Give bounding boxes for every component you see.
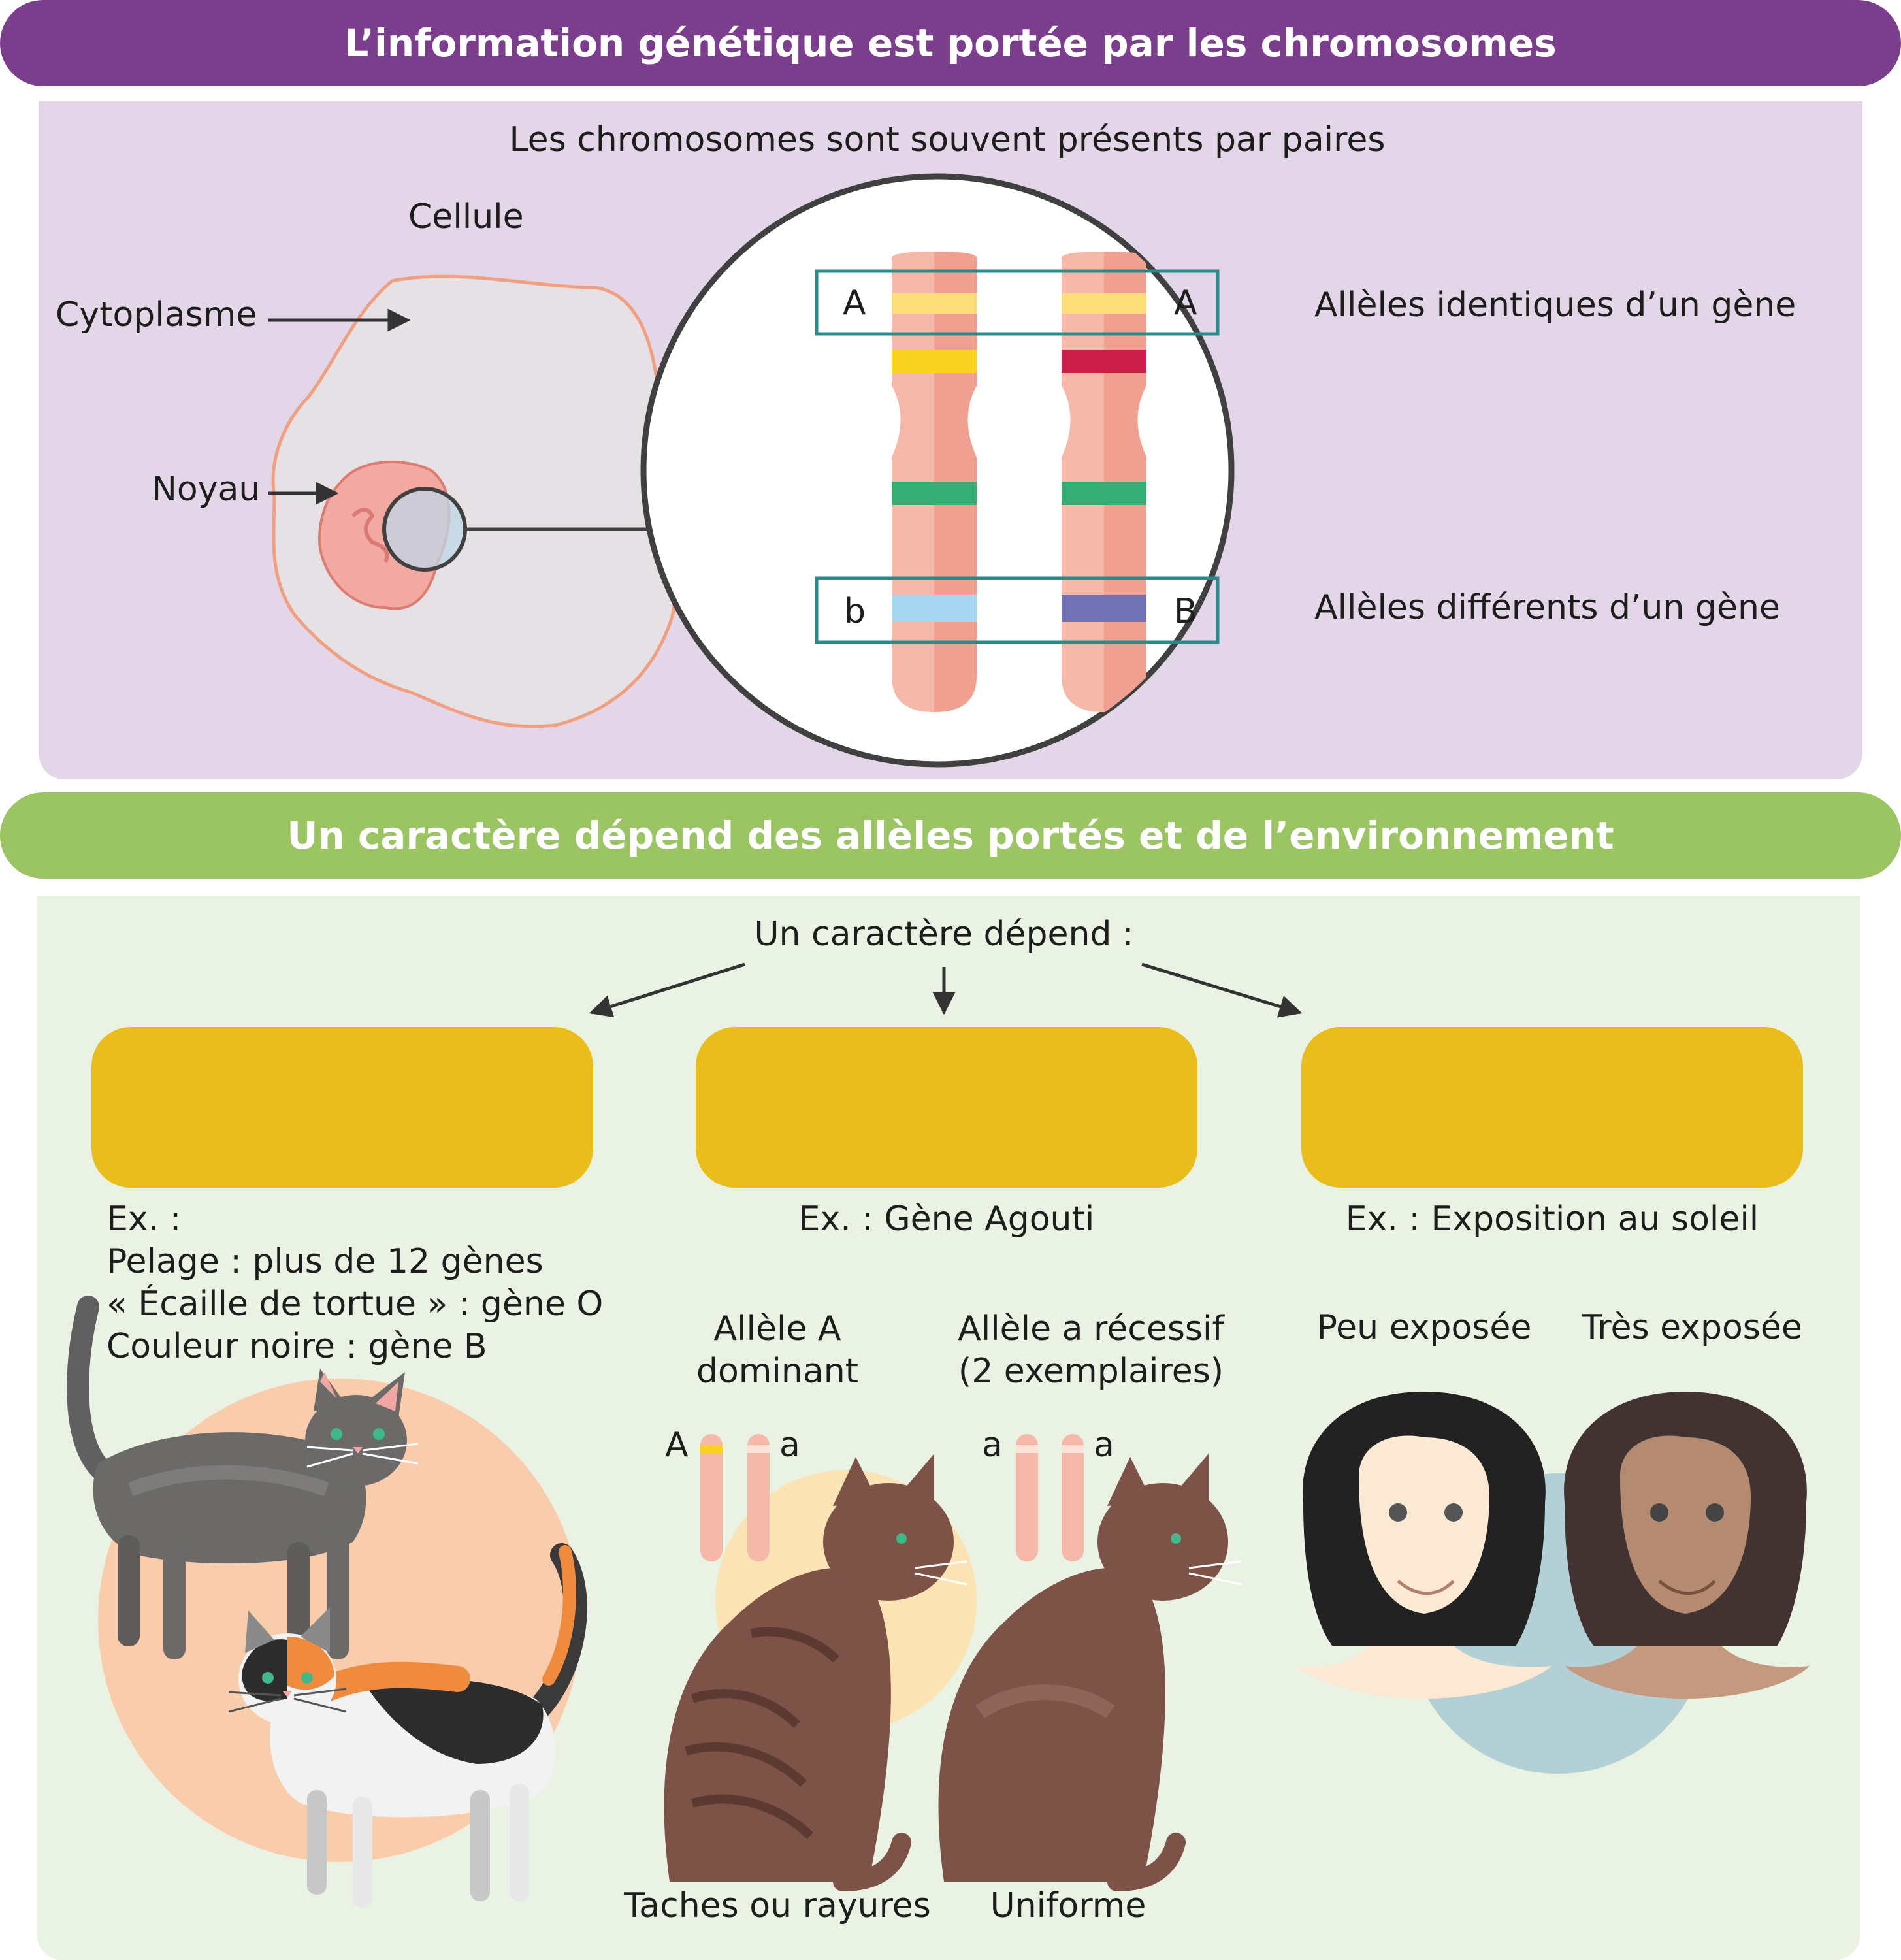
dominant-label-line-1: Allèle A <box>713 1309 841 1348</box>
face-pale <box>1297 1392 1552 1699</box>
high-exposure-label: Très exposée <box>1582 1308 1802 1347</box>
chromosome-right <box>1062 252 1146 712</box>
col3-ex: Ex. : Exposition au soleil <box>1345 1200 1759 1239</box>
cytoplasm-label: Cytoplasme <box>56 295 257 335</box>
chromosome-left <box>892 252 977 712</box>
small-chromosomes-left <box>700 1434 770 1561</box>
col1-ex-line-3: « Écaille de tortue » : gène O <box>106 1284 604 1324</box>
section2-intro: Un caractère dépend : <box>754 915 1134 954</box>
col1-ex-line-2: Pelage : plus de 12 gènes <box>106 1242 544 1281</box>
chrom-letter-a-2: a <box>982 1426 1003 1465</box>
uniform-label: Uniforme <box>990 1886 1146 1925</box>
section1-banner: L’information génétique est portée par l… <box>0 0 1901 86</box>
sun-exposure-illustration <box>1297 1392 1810 1774</box>
chrom-letter-a-1: a <box>779 1426 800 1465</box>
pill-blank-2 <box>696 1027 1197 1188</box>
face-tanned <box>1564 1392 1810 1699</box>
allele-top-right: A <box>1174 284 1197 323</box>
col2-ex: Ex. : Gène Agouti <box>798 1200 1095 1239</box>
identical-alleles-label: Allèles identiques d’un gène <box>1314 286 1796 325</box>
pill-blank-3 <box>1301 1027 1803 1188</box>
chromosome-lens <box>640 173 1235 768</box>
grey-cat <box>67 1296 419 1659</box>
dominant-label-line-2: dominant <box>696 1352 859 1391</box>
different-allele-box <box>815 576 1220 644</box>
identical-allele-box <box>815 269 1220 336</box>
allele-bottom-left: b <box>844 592 866 631</box>
agouti-illustration <box>664 1434 1242 1891</box>
chrom-letter-a-3: a <box>1094 1426 1114 1465</box>
section2-banner: Un caractère dépend des allèles portés e… <box>0 792 1901 879</box>
low-exposure-label: Peu exposée <box>1316 1308 1532 1347</box>
pill-blank-1 <box>91 1027 593 1188</box>
allele-top-left: A <box>843 284 866 323</box>
magnifier-circle <box>382 487 467 572</box>
recessive-label-line-1: Allèle a récessif <box>958 1309 1224 1348</box>
striped-cat <box>664 1454 967 1891</box>
allele-bottom-right: B <box>1174 592 1197 631</box>
cell-drawing <box>268 274 725 728</box>
small-chromosomes-right <box>1016 1434 1084 1561</box>
cell-label: Cellule <box>408 197 524 237</box>
tortoiseshell-cat <box>228 1543 587 1908</box>
chrom-letter-A: A <box>665 1426 689 1465</box>
different-alleles-label: Allèles différents d’un gène <box>1314 588 1780 627</box>
arrow-right <box>1141 962 1303 1018</box>
spotted-label: Taches ou rayures <box>624 1886 931 1925</box>
section1-subtitle: Les chromosomes sont souvent présents pa… <box>509 120 1386 159</box>
uniform-cat <box>938 1454 1242 1891</box>
col1-ex-line-4: Couleur noire : gène B <box>106 1327 487 1366</box>
nucleus-label: Noyau <box>152 470 261 509</box>
recessive-label-line-2: (2 exemplaires) <box>958 1352 1224 1391</box>
arrow-left <box>589 962 745 1018</box>
col1-ex-line-1: Ex. : <box>106 1200 182 1239</box>
coat-cats-illustration <box>67 1296 587 1908</box>
